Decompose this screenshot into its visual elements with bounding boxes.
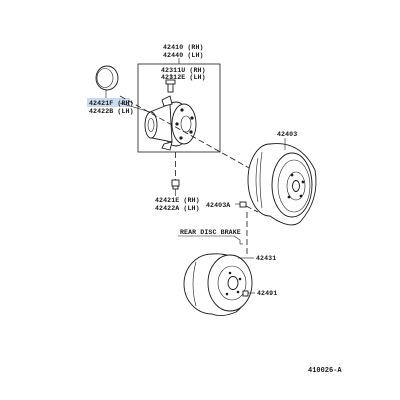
disc-set-screw (242, 290, 249, 297)
figure-code: 410026-A (308, 367, 342, 375)
label-hub-bolt-rh: 42311U (RH) (161, 67, 206, 74)
brake-drum (247, 143, 317, 226)
cap-to-hub-leader (119, 102, 151, 113)
disc-rotor (183, 253, 253, 317)
label-cap-rh: 42421F (RH) (89, 100, 134, 107)
hub-bolt (165, 79, 176, 93)
label-hub-assy-lh: 42440 (LH) (163, 52, 204, 59)
label-nut-rh: 42421E (RH) (155, 197, 200, 204)
axle-hub (144, 95, 197, 151)
hub-nut (171, 179, 180, 190)
label-disc-screw: 42491 (257, 290, 277, 297)
rear-disc-bracket (178, 235, 241, 244)
label-hub-bolt-lh: 42312E (LH) (161, 74, 206, 81)
label-drum-screw: 42403A (206, 202, 230, 209)
drum-set-screw (239, 201, 247, 208)
label-cap-lh: 42422B (LH) (89, 108, 134, 115)
label-hub-assy-rh: 42410 (RH) (163, 44, 204, 51)
drum-screw-path (245, 205, 259, 213)
grease-cap (95, 65, 119, 91)
label-rear-disc-brake: REAR DISC BRAKE (180, 229, 241, 236)
label-nut-lh: 42422A (LH) (155, 205, 200, 212)
label-drum: 42403 (277, 131, 297, 138)
cap-label-highlight (87, 98, 130, 107)
label-disc: 42431 (256, 255, 276, 262)
